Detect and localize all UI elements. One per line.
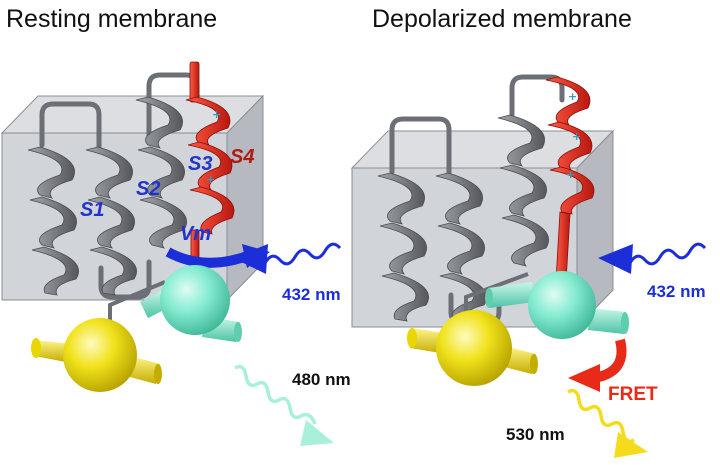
charge-plus-right-1: + [568, 90, 577, 103]
excitation-wave-right [598, 242, 707, 274]
label-s1: S1 [80, 199, 104, 221]
emission-label-480: 480 nm [292, 370, 351, 389]
yfp-fluorophore-left [31, 318, 162, 392]
charge-plus-left-2: + [206, 173, 215, 186]
helix-s4-right [545, 76, 595, 283]
linker-left [108, 280, 166, 322]
cfp-fluorophore-right [485, 271, 629, 339]
cfp-fluorophore-left [140, 265, 242, 342]
helix-s4-left [185, 61, 235, 267]
resting-title: Resting membrane [6, 5, 217, 33]
label-vm: Vm [180, 223, 211, 245]
label-s3: S3 [188, 153, 212, 175]
label-s4: S4 [230, 146, 254, 168]
depolarized-panel: Depolarized membrane [350, 5, 707, 458]
emission-label-530: 530 nm [506, 425, 565, 444]
excitation-label-left: 432 nm [282, 285, 341, 304]
helix-s1-left [27, 146, 79, 296]
resting-panel: Resting membrane [0, 5, 351, 446]
fret-arrow [568, 338, 627, 392]
yfp-fluorophore-right [407, 310, 538, 386]
charge-plus-right-2: + [572, 130, 581, 143]
helix-s3-right [497, 114, 549, 267]
emission-wave-480 [234, 364, 334, 446]
fret-label: FRET [608, 384, 658, 405]
charge-plus-right-3: + [566, 168, 575, 181]
depolarized-title: Depolarized membrane [372, 5, 632, 33]
charge-plus-left-1: + [212, 108, 221, 121]
label-s2: S2 [136, 178, 160, 200]
excitation-label-right: 432 nm [647, 282, 706, 301]
helix-s2-left [85, 146, 137, 296]
helix-s3-left [135, 96, 187, 249]
emission-wave-530 [567, 388, 648, 458]
helix-s1-right [377, 172, 429, 322]
excitation-wave-left [233, 242, 342, 274]
